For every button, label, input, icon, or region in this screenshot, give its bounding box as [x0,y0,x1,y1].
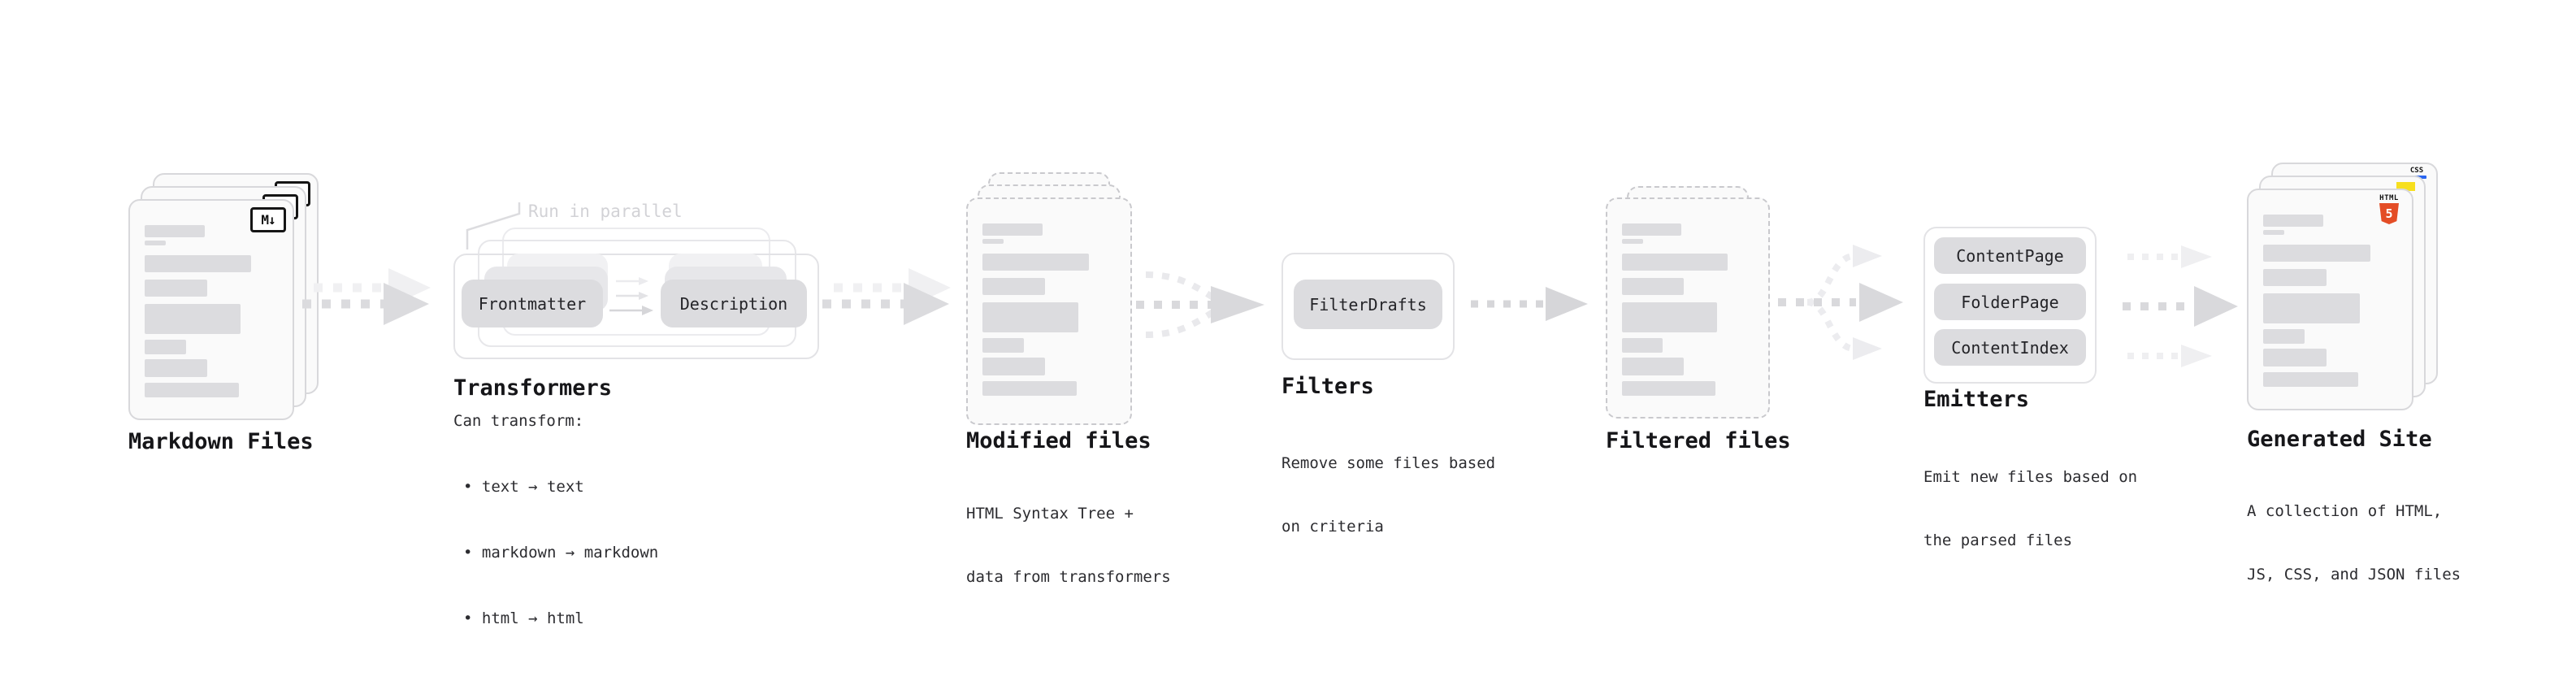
filtered-files-stack [1606,186,1770,419]
desc-line: JS, CSS, and JSON files [2247,566,2461,583]
bullet-item: • markdown → markdown [463,544,659,562]
generated-site-stack: CSS HTML 5 [2247,163,2439,412]
modified-files-title: Modified files [966,428,1151,453]
desc-line: on criteria [1281,518,1384,536]
text-line-bar [1622,254,1728,271]
text-line-bar [145,359,208,377]
text-line-bar [2263,349,2327,367]
text-line-bar [982,302,1079,332]
desc-line: A collection of HTML, [2247,502,2443,520]
filtered-doc-front [1606,197,1770,419]
text-line-bar [982,278,1046,295]
markdown-files-stack: M↓ M↓ M↓ [128,173,320,422]
flow-arrow-icon [822,268,951,325]
text-line-bar [982,254,1090,271]
text-line-bar [2263,372,2359,387]
desc-line: HTML Syntax Tree + [966,505,1134,523]
html5-icon-label: HTML [2379,194,2399,202]
desc-line: data from transformers [966,568,1171,586]
doc-text-placeholder [145,225,278,397]
text-line-bar [982,223,1043,236]
flow-arrow-icon [302,268,431,325]
text-line-bar [145,340,186,354]
text-line-bar [1622,358,1685,375]
filtered-files-title: Filtered files [1606,428,1791,453]
html5-icon: HTML 5 [2378,194,2400,224]
text-line-bar [982,358,1046,375]
text-line-bar [2263,293,2360,323]
parallel-arrows-icon [609,277,653,315]
modified-files-desc: HTML Syntax Tree + data from transformer… [966,461,1171,630]
markdown-icon: M↓ [250,207,286,232]
javascript-icon [2396,182,2415,191]
contentpage-pill: ContentPage [1934,237,2086,274]
doc-text-placeholder [982,223,1116,396]
modified-files-stack [966,172,1132,425]
desc-line: Remove some files based [1281,454,1496,472]
desc-line: Emit new files based on [1923,468,2138,486]
folderpage-pill: FolderPage [1934,284,2086,320]
contentindex-pill: ContentIndex [1934,329,2086,366]
callout-line-icon [466,202,521,249]
markdown-files-title: Markdown Files [128,429,314,454]
text-line-bar [2263,329,2305,344]
html5-icon-shield: 5 [2379,203,2399,224]
text-line-bar [145,304,241,334]
text-line-bar [2263,215,2324,227]
filters-desc: Remove some files based on criteria [1281,410,1495,579]
generated-site-title: Generated Site [2247,427,2432,452]
run-in-parallel-label: Run in parallel [528,202,683,221]
emitters-title: Emitters [1923,387,2030,412]
text-line-bar [982,239,1004,244]
text-line-bar [1622,381,1716,396]
text-line-bar [145,383,240,397]
text-line-bar [2263,269,2327,286]
text-line-bar [982,338,1024,353]
text-line-bar [2263,230,2285,235]
transformers-title: Transformers [453,375,613,401]
transformers-box-front [453,254,819,359]
bullet-item: • text → text [463,478,584,496]
text-line-bar [1622,278,1685,295]
text-line-bar [145,280,208,297]
flow-arrow-icon [1471,287,1588,321]
doc-text-placeholder [2263,215,2397,387]
text-line-bar [1622,302,1717,332]
generated-site-desc: A collection of HTML, JS, CSS, and JSON … [2247,458,2461,627]
text-line-bar [1622,338,1663,353]
markdown-doc-front: M↓ [128,199,294,420]
desc-line: the parsed files [1923,531,2073,549]
text-line-bar [1622,239,1643,244]
filterdrafts-pill: FilterDrafts [1294,280,1442,329]
bullet-item: • html → html [463,609,584,627]
filters-title: Filters [1281,374,1374,399]
generated-doc-front: HTML 5 [2247,189,2413,410]
text-line-bar [145,241,167,245]
doc-text-placeholder [1622,223,1754,396]
description-pill: Description [661,280,807,327]
css-icon-label: CSS [2409,167,2424,175]
diverge-arrow-icon [1778,245,1903,360]
text-line-bar [145,255,252,272]
modified-doc-front [966,197,1132,425]
transformers-bullet-list: • text → text • markdown → markdown • ht… [463,432,658,674]
text-line-bar [2263,245,2370,262]
emitters-desc: Emit new files based on the parsed files [1923,424,2137,593]
transformers-subtitle: Can transform: [453,412,584,430]
text-line-bar [982,381,1078,396]
frontmatter-pill: Frontmatter [462,280,603,327]
converge-arrow-icon [1136,271,1264,338]
text-line-bar [1622,223,1681,236]
text-line-bar [145,225,205,237]
triple-arrow-icon [2123,245,2238,367]
